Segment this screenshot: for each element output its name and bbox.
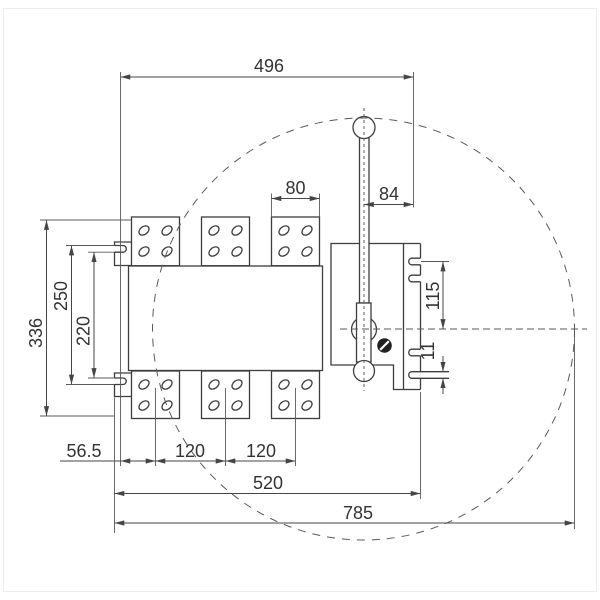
dim-label-first-pole-offset: 56.5: [66, 441, 101, 461]
dim-label-overall-height: 336: [26, 318, 46, 348]
pole2-top-terminal: [200, 216, 251, 267]
terminal-hole: [208, 379, 220, 390]
terminal-hole: [231, 400, 243, 411]
terminal-hole: [208, 400, 220, 411]
dim-first-pole-offset: 56.5: [60, 441, 156, 464]
screw-slot: [379, 340, 390, 351]
terminal-hole: [278, 379, 290, 390]
dim-mounting-outer: 250: [51, 245, 115, 385]
dim-base-width: 520: [114, 392, 421, 533]
terminal-hole: [161, 225, 173, 236]
dim-handle-to-bracket: 84: [364, 184, 414, 208]
dim-pole-pitch-b: 120: [225, 441, 296, 464]
terminal-hole: [161, 400, 173, 411]
terminal-hole: [301, 400, 313, 411]
dim-label-slot-to-centerline: 115: [423, 282, 443, 311]
dim-label-pole-pitch-b: 120: [246, 441, 276, 461]
page-frame: [3, 8, 597, 592]
bracket-slot-4: [408, 371, 449, 379]
handle-swing-envelope: [152, 117, 575, 541]
dim-mounting-inner: 220: [74, 251, 115, 379]
terminal-hole: [161, 379, 173, 390]
mechanism-box: [330, 242, 449, 391]
dim-label-mounting-outer: 250: [51, 281, 71, 311]
terminal-hole: [278, 246, 290, 257]
terminal-hole: [138, 225, 150, 236]
terminal-hole: [301, 379, 313, 390]
bracket-slot-3: [408, 348, 421, 357]
terminal-hole: [208, 246, 220, 257]
terminal-hole: [138, 400, 150, 411]
pole2-bottom-terminal: [200, 370, 251, 420]
fixing-slot: [114, 377, 127, 386]
dim-overall-height: 336: [26, 219, 131, 417]
fixing-slot: [114, 244, 127, 253]
bracket-slot-1: [408, 257, 421, 266]
dim-pole-pitch-a: 120: [155, 441, 226, 464]
pole1-top-terminal: [130, 216, 181, 267]
operating-handle: [350, 108, 392, 391]
terminal-hole: [231, 246, 243, 257]
terminal-hole: [161, 246, 173, 257]
pole3-top-terminal: [270, 216, 321, 267]
terminal-hole: [138, 379, 150, 390]
terminal-hole: [278, 400, 290, 411]
device-body: [113, 216, 449, 420]
left-mounting-tab-top: [113, 241, 131, 267]
dim-label-pole-block-width: 80: [285, 178, 305, 198]
dim-pole-block-width: 80: [271, 178, 320, 218]
terminal-hole: [208, 225, 220, 236]
bracket-slot-2: [408, 274, 421, 283]
left-mounting-tab-bottom: [113, 372, 131, 398]
dim-slot-to-centerline: 115: [421, 261, 449, 329]
dim-label-top-width: 496: [254, 56, 284, 76]
terminal-hole: [138, 246, 150, 257]
terminal-hole: [301, 246, 313, 257]
dim-label-pole-pitch-a: 120: [175, 441, 205, 461]
dim-label-overall-width: 785: [343, 503, 373, 523]
dim-label-base-width: 520: [253, 473, 283, 493]
dim-label-mounting-inner: 220: [74, 316, 94, 346]
dim-label-slot-width: 11: [418, 342, 438, 361]
dim-overall-width: 785: [114, 332, 575, 529]
terminal-hole: [231, 225, 243, 236]
terminal-hole: [278, 225, 290, 236]
terminal-hole: [231, 379, 243, 390]
dim-top-width: 496: [120, 56, 414, 466]
dim-slot-width: 11: [418, 342, 446, 394]
pole3-bottom-terminal: [270, 370, 321, 420]
dim-label-handle-to-bracket: 84: [379, 184, 399, 204]
terminal-hole: [301, 225, 313, 236]
